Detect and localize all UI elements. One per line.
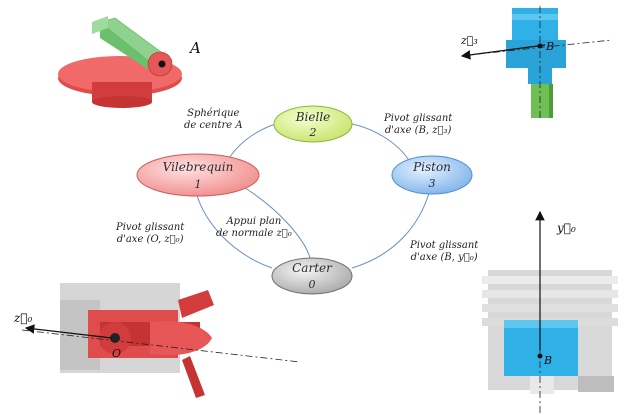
- axis-y0-label: y⃗₀: [556, 221, 576, 235]
- node-bielle-number: 2: [309, 126, 317, 139]
- link-line-piston-carter: [351, 189, 431, 269]
- link-line-vilebrequin-carter-appui: [244, 187, 311, 259]
- node-piston: Piston 3: [391, 155, 473, 195]
- render-cylinder: [482, 210, 618, 415]
- render-crankcase: [21, 283, 301, 398]
- node-carter: Carter 0: [271, 257, 353, 295]
- point-b-bottom-label: B: [543, 354, 552, 367]
- link-line-carter-vilebrequin: [195, 191, 273, 269]
- link-label-pivot-glissant-by0: Pivot glissant d'axe (B, y⃗₀): [410, 240, 479, 263]
- node-piston-number: 3: [429, 177, 436, 190]
- node-bielle: Bielle 2: [273, 105, 353, 143]
- axis-z3-label: z⃗₃: [460, 34, 478, 47]
- render-vilebrequin-bielle: [58, 16, 182, 108]
- link-line-vilebrequin-bielle: [227, 123, 277, 161]
- node-bielle-name: Bielle: [295, 110, 331, 124]
- point-o-label: O: [112, 347, 121, 360]
- link-label-pivot-glissant-bz3: Pivot glissant d'axe (B, z⃗₃): [384, 113, 453, 136]
- node-vilebrequin: Vilebrequin 1: [136, 153, 260, 197]
- node-vilebrequin-number: 1: [195, 178, 202, 191]
- axis-z0-label: z⃗₀: [13, 311, 33, 325]
- render-piston-top: [460, 6, 613, 118]
- point-b-top-label: B: [545, 40, 554, 53]
- link-label-spherique: Sphérique de centre A: [184, 108, 243, 131]
- graph-links: [195, 123, 431, 269]
- node-piston-name: Piston: [412, 160, 451, 174]
- link-label-appui-plan: Appui plan de normale z⃗₀: [216, 216, 292, 239]
- point-a-marker: [158, 60, 166, 68]
- node-vilebrequin-name: Vilebrequin: [163, 160, 234, 174]
- node-carter-number: 0: [309, 278, 316, 291]
- link-label-pivot-glissant-oz0: Pivot glissant d'axe (O, z⃗₀): [116, 222, 185, 245]
- link-line-bielle-piston: [351, 123, 411, 163]
- node-carter-name: Carter: [292, 261, 333, 275]
- point-a-label: A: [188, 39, 201, 57]
